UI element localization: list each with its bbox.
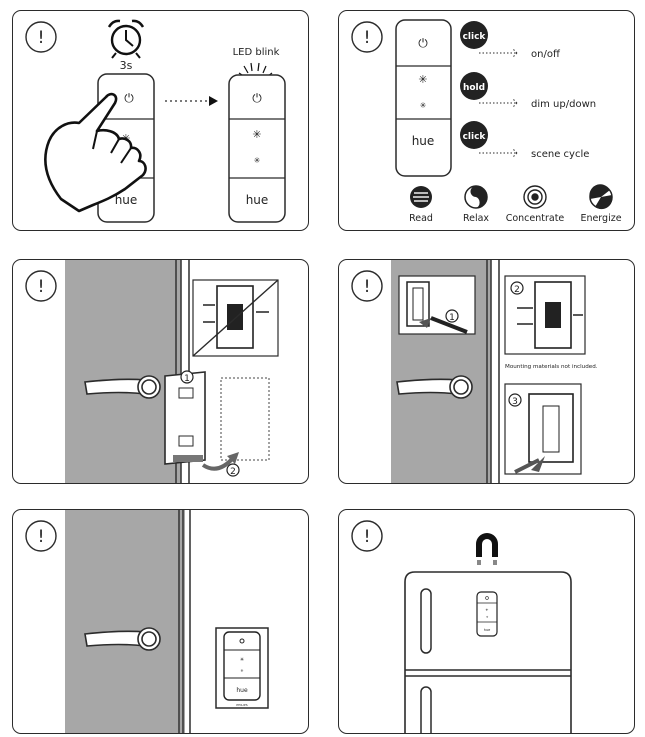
fridge-handle-upper — [420, 588, 432, 654]
step-3-badge — [508, 393, 522, 407]
step-2-badge — [226, 463, 240, 477]
door-handle — [84, 375, 161, 399]
mounting-note: Mounting materials not included. — [505, 364, 598, 370]
action-hold-dim: hold dim up/down — [460, 72, 596, 110]
alarm-clock-icon — [107, 19, 145, 59]
sun-small-icon: ✳ — [240, 668, 244, 673]
brand-label: PHILIPS — [236, 703, 247, 707]
panel-button-functions: ! ⏻ ✳ ✳ hue click on/off hold dim up/dow… — [338, 10, 635, 231]
sun-icon: ✳ — [486, 608, 489, 612]
step-1-badge — [445, 309, 459, 323]
hue-label: hue — [246, 193, 269, 207]
panel-mount-plate: ! 1 — [12, 259, 309, 484]
no-screws-inset — [192, 279, 279, 357]
panel-wall-mounted: ! ✳ ✳ hue PHILIPS — [12, 509, 309, 734]
notice-icon: ! — [351, 270, 383, 302]
arrow-right-icon — [209, 96, 218, 106]
sun-icon: ✳ — [418, 73, 427, 86]
scene-label-relax: Relax — [463, 213, 489, 224]
wall — [65, 510, 185, 733]
action-click-onoff: click on/off — [460, 21, 561, 60]
action-click-scene: click scene cycle — [460, 121, 589, 160]
svg-text:2: 2 — [514, 285, 520, 295]
scene-label-read: Read — [409, 213, 433, 224]
sun-icon: ✳ — [252, 128, 261, 141]
move-arrow-icon — [201, 456, 235, 471]
hue-label: hue — [412, 134, 435, 148]
mounted-remote: ✳ ✳ hue — [476, 591, 498, 637]
relax-scene-icon — [464, 185, 488, 209]
step-1-badge — [180, 370, 194, 384]
concentrate-scene-icon — [523, 185, 547, 209]
scene-label-concentrate: Concentrate — [506, 213, 565, 224]
notice-icon: ! — [25, 520, 57, 552]
notice-icon: ! — [25, 21, 57, 53]
door-handle — [84, 627, 161, 651]
energize-scene-icon — [589, 184, 613, 210]
svg-text:!: ! — [38, 277, 45, 297]
read-scene-icon — [410, 186, 432, 208]
attach-cover-inset: 3 — [504, 383, 582, 475]
remote: ⏻ ✳ ✳ hue — [395, 19, 452, 177]
action-label: scene cycle — [531, 149, 589, 160]
panel-fridge-magnet: ! ✳ ✳ hue — [338, 509, 635, 734]
hue-label: hue — [115, 193, 138, 207]
svg-text:3: 3 — [512, 397, 518, 407]
svg-text:!: ! — [364, 527, 371, 547]
svg-text:!: ! — [364, 277, 371, 297]
power-icon: ⏻ — [418, 36, 428, 50]
hold-time-label: 3s — [120, 59, 133, 72]
magnet-icon — [476, 533, 498, 565]
action-label: dim up/down — [531, 99, 596, 110]
svg-text:!: ! — [38, 28, 45, 48]
sun-small-icon: ✳ — [486, 615, 489, 619]
adhesive-mount-plate — [164, 371, 206, 465]
hue-label: hue — [484, 628, 491, 632]
step-2-badge — [510, 281, 524, 295]
remote-right: ⏻ ✳ ✳ hue — [228, 74, 286, 223]
power-icon: ⏻ — [124, 91, 134, 105]
fridge-handle-lower — [420, 686, 432, 733]
notice-icon: ! — [351, 520, 383, 552]
action-label: on/off — [531, 49, 561, 60]
power-icon — [239, 638, 245, 644]
notice-icon: ! — [351, 21, 383, 53]
fridge — [404, 571, 572, 733]
power-icon — [485, 596, 489, 600]
sun-small-icon: ✳ — [254, 156, 261, 165]
target-position — [220, 377, 270, 461]
scene-label-energize: Energize — [580, 213, 621, 224]
hue-label: hue — [236, 687, 248, 694]
svg-text:1: 1 — [184, 374, 190, 384]
panel-screw-mount: ! 1 2 Mounting m — [338, 259, 635, 484]
svg-text:1: 1 — [449, 313, 455, 323]
panel-hold-to-reset: ! 3s ⏻ ✳ hue LED blink — [12, 10, 309, 231]
svg-text:!: ! — [364, 28, 371, 48]
notice-icon: ! — [25, 270, 57, 302]
wall — [65, 260, 181, 483]
click-badge: click — [463, 132, 487, 142]
led-blink-label: LED blink — [233, 47, 280, 58]
cross-out-line — [192, 279, 279, 357]
door-handle — [396, 375, 473, 399]
click-badge: click — [463, 32, 487, 42]
sun-icon: ✳ — [240, 657, 244, 663]
hold-badge: hold — [463, 83, 485, 93]
door-frame — [486, 260, 500, 483]
door-frame — [178, 510, 191, 733]
power-icon: ⏻ — [252, 91, 262, 105]
remove-cover-inset: 1 — [398, 275, 476, 335]
svg-text:2: 2 — [230, 467, 236, 477]
screw-plate-inset: 2 — [504, 275, 586, 355]
mounted-remote: ✳ ✳ hue PHILIPS — [215, 627, 269, 709]
sun-small-icon: ✳ — [420, 101, 427, 110]
svg-text:!: ! — [38, 527, 45, 547]
